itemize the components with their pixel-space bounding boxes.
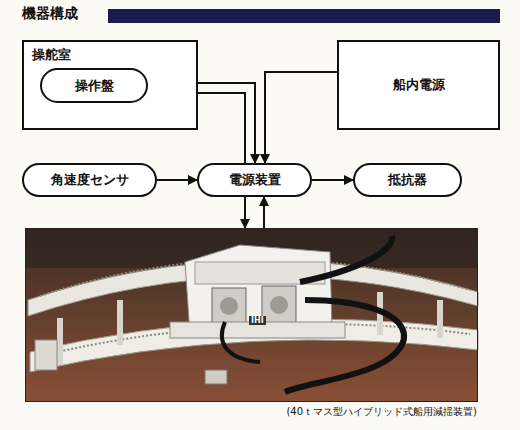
bracket [205,370,227,384]
gear [270,296,288,314]
room-box: 操舵室操作盤 [22,40,198,130]
box-label: 船内電源 [393,76,445,94]
front-rail [30,319,478,372]
signal-arrow [265,72,337,163]
title-bar [108,9,500,23]
box-label: 操作盤 [75,77,114,95]
signal-arrow [263,197,265,228]
cable [222,322,260,362]
power-source-box: 船内電源 [337,40,500,130]
box-label: 操舵室 [32,46,188,64]
photo-background [25,228,478,402]
signal-arrow [157,179,197,181]
photo-caption: (40ｔマス型ハイブリッド式船用減揺装置) [286,405,477,419]
motor-unit [212,288,246,324]
box-label: 抵抗器 [388,171,427,189]
resistor-box: 抵抗器 [353,163,462,197]
panel-box: 操作盤 [40,68,148,103]
box-label: 角速度センサ [51,171,129,189]
signal-arrow [312,179,353,181]
gear [220,297,238,315]
sensor-box: 角速度センサ [22,163,157,197]
end-block [35,340,57,370]
diagram-title: 機器構成 [22,5,78,23]
power-unit-box: 電源装置 [197,163,312,197]
signal-arrow [244,197,246,228]
motor-unit [262,286,296,324]
photo-frame: (40ｔマス型ハイブリッド式船用減揺装置) [25,228,478,402]
maker-plate: IHI [249,316,266,325]
cable [300,236,392,282]
box-label: 電源装置 [229,171,281,189]
cable [285,300,404,392]
